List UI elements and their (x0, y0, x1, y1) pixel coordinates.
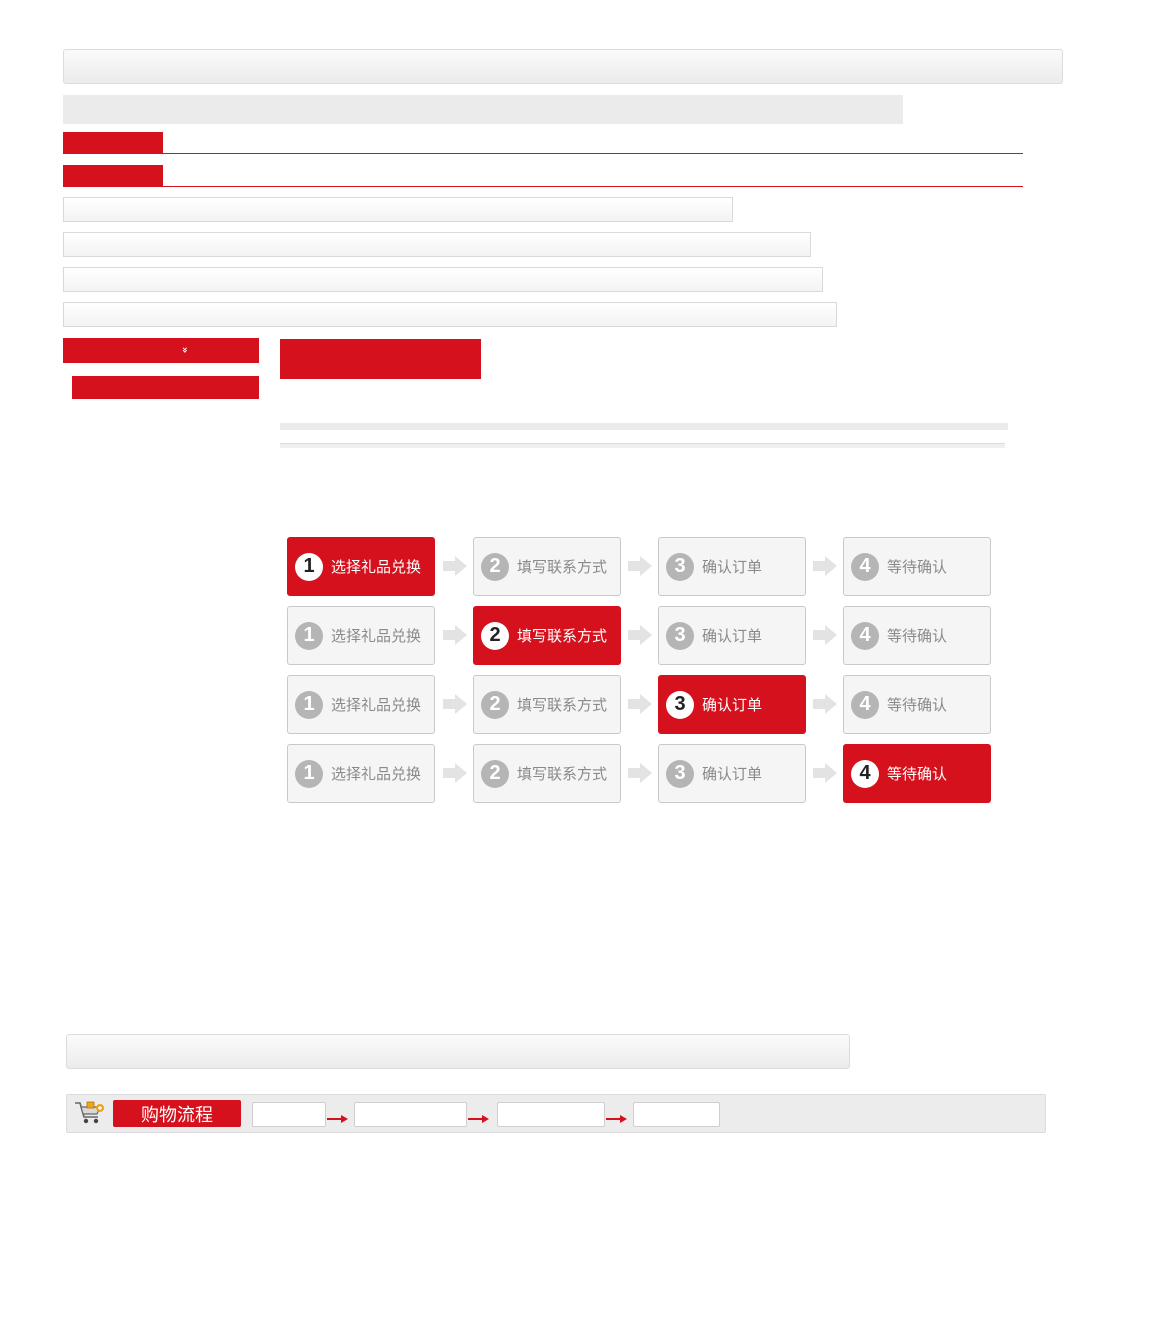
section-divider-2 (63, 186, 1023, 187)
step-number-badge: 2 (481, 621, 509, 650)
input-bar-2[interactable] (63, 232, 811, 257)
step-number-badge: 4 (851, 690, 879, 719)
subheader-bar (63, 95, 903, 124)
flow-step-2 (354, 1102, 467, 1127)
flow-step-4 (633, 1102, 720, 1127)
step-label: 等待确认 (887, 696, 948, 714)
step-2-row-4: 2 填写联系方式 (473, 744, 621, 803)
step-label: 填写联系方式 (517, 765, 608, 783)
step-3-row-4: 3 确认订单 (658, 744, 806, 803)
step-label: 选择礼品兑换 (331, 627, 422, 645)
step-arrow-icon (443, 625, 467, 645)
section-tab-2[interactable] (63, 165, 163, 186)
step-arrow-icon (628, 556, 652, 576)
step-1-row-2: 1 选择礼品兑换 (287, 606, 435, 665)
step-1-row-1: 1 选择礼品兑换 (287, 537, 435, 596)
step-label: 选择礼品兑换 (331, 696, 422, 714)
step-number-badge: 1 (295, 552, 323, 581)
step-arrow-icon (813, 763, 837, 783)
red-arrow-icon (327, 1109, 349, 1123)
step-number-badge: 1 (295, 621, 323, 650)
step-number-badge: 2 (481, 552, 509, 581)
flow-title: 购物流程 (113, 1100, 241, 1127)
red-arrow-icon (468, 1109, 490, 1123)
step-number-badge: 4 (851, 552, 879, 581)
step-number-badge: 4 (851, 621, 879, 650)
step-number-badge: 1 (295, 759, 323, 788)
step-label: 确认订单 (702, 558, 763, 576)
step-label: 等待确认 (887, 627, 948, 645)
content-line-1 (280, 423, 1008, 430)
step-1-row-4: 1 选择礼品兑换 (287, 744, 435, 803)
sidebar-menu-header[interactable]: » (63, 338, 259, 363)
section-tab-1[interactable] (63, 132, 163, 153)
step-arrow-icon (443, 556, 467, 576)
shopping-flow-bar: 购物流程 (66, 1094, 1046, 1133)
step-arrow-icon (813, 625, 837, 645)
step-label: 填写联系方式 (517, 558, 608, 576)
footer-bar (66, 1034, 850, 1069)
step-3-row-3: 3 确认订单 (658, 675, 806, 734)
red-arrow-icon (606, 1109, 628, 1123)
step-number-badge: 3 (666, 621, 694, 650)
step-number-badge: 1 (295, 690, 323, 719)
step-number-badge: 2 (481, 759, 509, 788)
step-arrow-icon (628, 625, 652, 645)
cart-icon (73, 1099, 105, 1127)
step-arrow-icon (628, 694, 652, 714)
content-line-2 (280, 443, 1005, 448)
step-2-row-3: 2 填写联系方式 (473, 675, 621, 734)
step-label: 填写联系方式 (517, 696, 608, 714)
step-4-row-1: 4 等待确认 (843, 537, 991, 596)
step-label: 等待确认 (887, 765, 948, 783)
step-label: 选择礼品兑换 (331, 558, 422, 576)
flow-step-3 (497, 1102, 605, 1127)
step-arrow-icon (443, 763, 467, 783)
input-bar-1[interactable] (63, 197, 733, 222)
section-divider-1 (63, 153, 1023, 154)
step-number-badge: 3 (666, 759, 694, 788)
step-arrow-icon (443, 694, 467, 714)
step-3-row-2: 3 确认订单 (658, 606, 806, 665)
flow-step-1 (252, 1102, 326, 1127)
step-label: 确认订单 (702, 627, 763, 645)
step-number-badge: 4 (851, 759, 879, 788)
step-arrow-icon (813, 556, 837, 576)
step-number-badge: 3 (666, 690, 694, 719)
step-label: 选择礼品兑换 (331, 765, 422, 783)
step-3-row-1: 3 确认订单 (658, 537, 806, 596)
step-number-badge: 3 (666, 552, 694, 581)
content-title-block (280, 339, 481, 379)
step-label: 确认订单 (702, 696, 763, 714)
step-arrow-icon (628, 763, 652, 783)
top-header-bar (63, 49, 1063, 84)
step-number-badge: 2 (481, 690, 509, 719)
step-4-row-3: 4 等待确认 (843, 675, 991, 734)
sidebar-submenu-item[interactable] (72, 376, 259, 399)
step-4-row-2: 4 等待确认 (843, 606, 991, 665)
input-bar-4[interactable] (63, 302, 837, 327)
step-label: 等待确认 (887, 558, 948, 576)
step-label: 填写联系方式 (517, 627, 608, 645)
step-2-row-2: 2 填写联系方式 (473, 606, 621, 665)
step-arrow-icon (813, 694, 837, 714)
step-2-row-1: 2 填写联系方式 (473, 537, 621, 596)
input-bar-3[interactable] (63, 267, 823, 292)
step-1-row-3: 1 选择礼品兑换 (287, 675, 435, 734)
step-4-row-4: 4 等待确认 (843, 744, 991, 803)
step-label: 确认订单 (702, 765, 763, 783)
